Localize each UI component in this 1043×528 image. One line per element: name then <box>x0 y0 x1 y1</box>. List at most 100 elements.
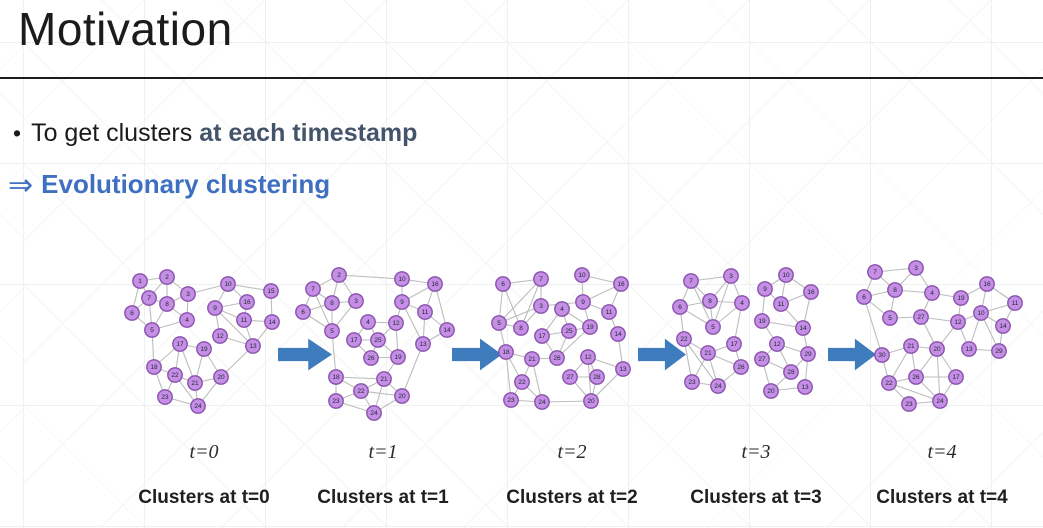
graph-edge <box>502 283 522 329</box>
node-label: 2 <box>165 274 169 281</box>
node-label: 14 <box>443 327 451 334</box>
node-label: 20 <box>398 393 406 400</box>
bullet-line: •To get clusters at each timestamp <box>13 119 417 148</box>
node-label: 5 <box>888 315 892 322</box>
graph-node <box>778 267 794 283</box>
node-label: 6 <box>862 294 866 301</box>
clusters-label: Clusters at t=3 <box>690 487 822 508</box>
graph-node <box>324 295 340 311</box>
node-label: 7 <box>539 276 543 283</box>
node-label: 7 <box>873 269 877 276</box>
graph-node <box>417 304 433 320</box>
title-underline <box>0 77 1043 79</box>
graph-node <box>754 351 770 367</box>
node-label: 10 <box>782 272 790 279</box>
node-label: 8 <box>165 301 169 308</box>
graph-node <box>534 394 550 410</box>
node-label: 25 <box>565 328 573 335</box>
node-label: 14 <box>614 331 622 338</box>
page-title: Motivation <box>18 3 233 55</box>
node-label: 21 <box>704 350 712 357</box>
graph-node <box>159 269 175 285</box>
node-label: 26 <box>737 364 745 371</box>
node-label: 23 <box>507 397 515 404</box>
node-label: 6 <box>130 310 134 317</box>
node-label: 10 <box>977 310 985 317</box>
node-label: 4 <box>366 319 370 326</box>
graph-node <box>700 345 716 361</box>
node-label: 10 <box>578 272 586 279</box>
graph-node <box>524 351 540 367</box>
node-label: 24 <box>370 410 378 417</box>
node-label: 13 <box>965 346 973 353</box>
graph-node <box>394 271 410 287</box>
graph-node <box>239 294 255 310</box>
node-label: 27 <box>758 356 766 363</box>
graph-node <box>427 276 443 292</box>
graph-node <box>172 336 188 352</box>
node-label: 16 <box>617 281 625 288</box>
graph-node <box>763 383 779 399</box>
graph-node <box>533 271 549 287</box>
node-label: 4 <box>560 306 564 313</box>
node-label: 21 <box>528 356 536 363</box>
graph-node <box>589 369 605 385</box>
node-label: 9 <box>400 299 404 306</box>
graph-node <box>797 379 813 395</box>
graph-node <box>856 289 872 305</box>
graph-node <box>132 273 148 289</box>
node-label: 5 <box>711 324 715 331</box>
graph-node <box>305 281 321 297</box>
implication-text: Evolutionary clustering <box>41 169 331 199</box>
node-label: 28 <box>787 369 795 376</box>
node-label: 3 <box>186 291 190 298</box>
graph-node <box>236 312 252 328</box>
graph-node <box>757 281 773 297</box>
time-label: t=1 <box>368 441 398 463</box>
graph-node <box>908 369 924 385</box>
graph-edge <box>936 348 941 402</box>
node-label: 17 <box>350 337 358 344</box>
graph-node <box>683 273 699 289</box>
graph-node <box>207 300 223 316</box>
clusters-label: Clusters at t=4 <box>876 487 1008 508</box>
graph-node <box>561 323 577 339</box>
graph-node <box>676 331 692 347</box>
node-label: 7 <box>147 295 151 302</box>
node-label: 24 <box>936 398 944 405</box>
node-label: 1 <box>138 278 142 285</box>
graph-node <box>388 315 404 331</box>
graph-node <box>769 336 785 352</box>
node-label: 14 <box>799 325 807 332</box>
node-label: 13 <box>249 343 257 350</box>
node-label: 9 <box>213 305 217 312</box>
node-label: 23 <box>688 379 696 386</box>
graph-node <box>726 336 742 352</box>
node-label: 17 <box>730 341 738 348</box>
node-label: 29 <box>804 351 812 358</box>
node-label: 16 <box>983 281 991 288</box>
graph-node <box>534 328 550 344</box>
graph-node <box>513 320 529 336</box>
node-label: 26 <box>912 374 920 381</box>
graph-node <box>167 367 183 383</box>
graph-node <box>795 320 811 336</box>
node-label: 20 <box>933 346 941 353</box>
graph-node <box>157 389 173 405</box>
node-label: 20 <box>767 388 775 395</box>
time-label: t=0 <box>189 441 219 463</box>
graph-node <box>672 299 688 315</box>
implication-line: ⇒Evolutionary clustering <box>8 168 330 203</box>
graph-node <box>533 298 549 314</box>
graph-node <box>734 295 750 311</box>
graph-node <box>263 283 279 299</box>
graph-node <box>575 294 591 310</box>
node-label: 6 <box>678 304 682 311</box>
graph-node <box>187 375 203 391</box>
graph-edge <box>863 296 883 356</box>
time-label: t=3 <box>741 441 771 463</box>
graph-node <box>498 344 514 360</box>
graph-node <box>376 371 392 387</box>
